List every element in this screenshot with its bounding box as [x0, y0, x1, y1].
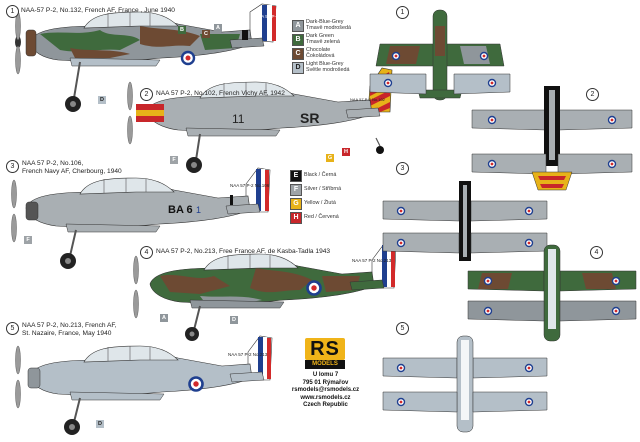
address-city: 795 01 Rýmařov [302, 379, 349, 386]
legend-d-label-cz: Světle modrošedá [306, 67, 350, 73]
profile-4-caption: NAA 57 P-2, No.213, Free France AF, de K… [156, 248, 331, 255]
legend-c-label-en: Chocolate [306, 47, 331, 53]
callout-f-profile-3: F [24, 236, 32, 244]
legend-a-label-cz: Tmavě modrošedá [306, 25, 351, 31]
callout-h-profile-2: H [342, 148, 350, 156]
legend-f-label: Silver / Stříbrná [304, 186, 342, 192]
profile-1-tail-text: NAA 57 P-2 No.132 [255, 14, 295, 19]
legend-h-swatch: H [290, 212, 302, 224]
callout-d-profile-1: D [98, 96, 106, 104]
legend-a-label-en: Dark-Blue-Grey [306, 19, 344, 25]
profile-3-tail-text: NAA 57 P-2 No.106 [230, 183, 270, 188]
callout-b-profile-1: B [178, 26, 186, 34]
profile-3-number: 3 [6, 160, 19, 173]
callout-d-profile-4: D [230, 316, 238, 324]
profile-5-caption-line-1: NAA 57 P-2, No.213, French AF, [22, 322, 117, 329]
legend-h-label: Red / Červená [304, 214, 339, 220]
legend-a-swatch: A [292, 20, 304, 32]
profile-4-aircraft [133, 243, 397, 341]
profile-1-number: 1 [6, 5, 19, 18]
profile-4-number: 4 [140, 246, 153, 259]
profile-1-caption: NAA-57 P-2, No.132, French AF, France , … [21, 7, 175, 14]
callout-f-profile-2: F [170, 156, 178, 164]
plan-1-top-view [375, 9, 505, 101]
profile-2-number: 2 [140, 88, 153, 101]
profile-5-caption-line-2: St. Nazaire, France, May 1940 [22, 330, 112, 337]
profile-5-number: 5 [6, 322, 19, 335]
profile-3-caption-line-1: NAA 57 P-2, No.106, [22, 160, 84, 167]
profile-5-aircraft [15, 335, 273, 435]
legend-b-label-en: Dark Green [306, 33, 334, 39]
profile-2-tail-text: NAA 57 P-2 No.102 [350, 97, 385, 102]
legend-c-label-cz: Čokoládová [306, 53, 335, 59]
legend-g-label: Yellow / Žlutá [304, 200, 336, 206]
profile-2-aircraft [127, 67, 393, 173]
legend-d-label-en: Light Blue-Grey [306, 61, 344, 67]
plan-3-number: 3 [396, 162, 409, 175]
rs-models-logo: RS MODELS [305, 338, 345, 369]
legend-f-swatch: F [290, 184, 302, 196]
callout-a-profile-1: A [214, 24, 222, 32]
legend-b-label-cz: Tmavě zelená [306, 39, 340, 45]
address-street: U lomu 7 [312, 372, 339, 378]
legend-g-swatch: G [290, 198, 302, 210]
callout-a-profile-4: A [160, 314, 168, 322]
address-website: www.rsmodels.cz [300, 394, 351, 401]
profile-3-caption-line-2: French Navy AF, Cherbourg, 1940 [22, 168, 122, 175]
profile-2-caption: NAA 57 P-2, No.102, French Vichy AF, 194… [156, 90, 285, 97]
plan-1-number: 1 [396, 6, 409, 19]
legend-e-label: Black / Černá [304, 172, 337, 178]
logo-models-text: MODELS [305, 360, 345, 369]
profile-3-fuselage-code: BA 6 [168, 204, 193, 216]
profile-2-fuselage-number: 11 [232, 112, 245, 126]
profile-3-aircraft [11, 167, 271, 269]
legend-b-swatch: B [292, 34, 304, 46]
profile-1-aircraft [15, 3, 277, 112]
callout-g-profile-2: G [326, 154, 334, 162]
legend-e-swatch: E [290, 170, 302, 182]
address-country: Czech Republic [303, 402, 348, 409]
plan-2-number: 2 [586, 88, 599, 101]
plan-5-number: 5 [396, 322, 409, 335]
plan-4-views [467, 244, 637, 342]
profile-3-roundel-number: 1 [196, 205, 202, 215]
logo-rs-text: RS [310, 338, 340, 360]
profile-2-fuselage-code: SR [300, 110, 320, 126]
plan-5-views [382, 335, 548, 433]
legend-c-swatch: C [292, 48, 304, 60]
plan-1-bottom-view [369, 73, 511, 95]
callout-c-profile-1: C [202, 30, 210, 38]
plan-4-number: 4 [590, 246, 603, 259]
plan-3-views [382, 181, 548, 261]
callout-d-profile-5: D [96, 420, 104, 428]
address-email: rsmodels@rsmodels.cz [291, 387, 360, 394]
plan-2-views [471, 86, 633, 191]
company-address: U lomu 7 795 01 Rýmařov rsmodels@rsmodel… [278, 372, 373, 410]
profile-5-tail-text: NAA 57 P-2 No.213 [228, 352, 268, 357]
profile-4-tail-text: NAA 57 P-2 No.213 [352, 258, 392, 263]
legend-d-swatch: D [292, 62, 304, 74]
